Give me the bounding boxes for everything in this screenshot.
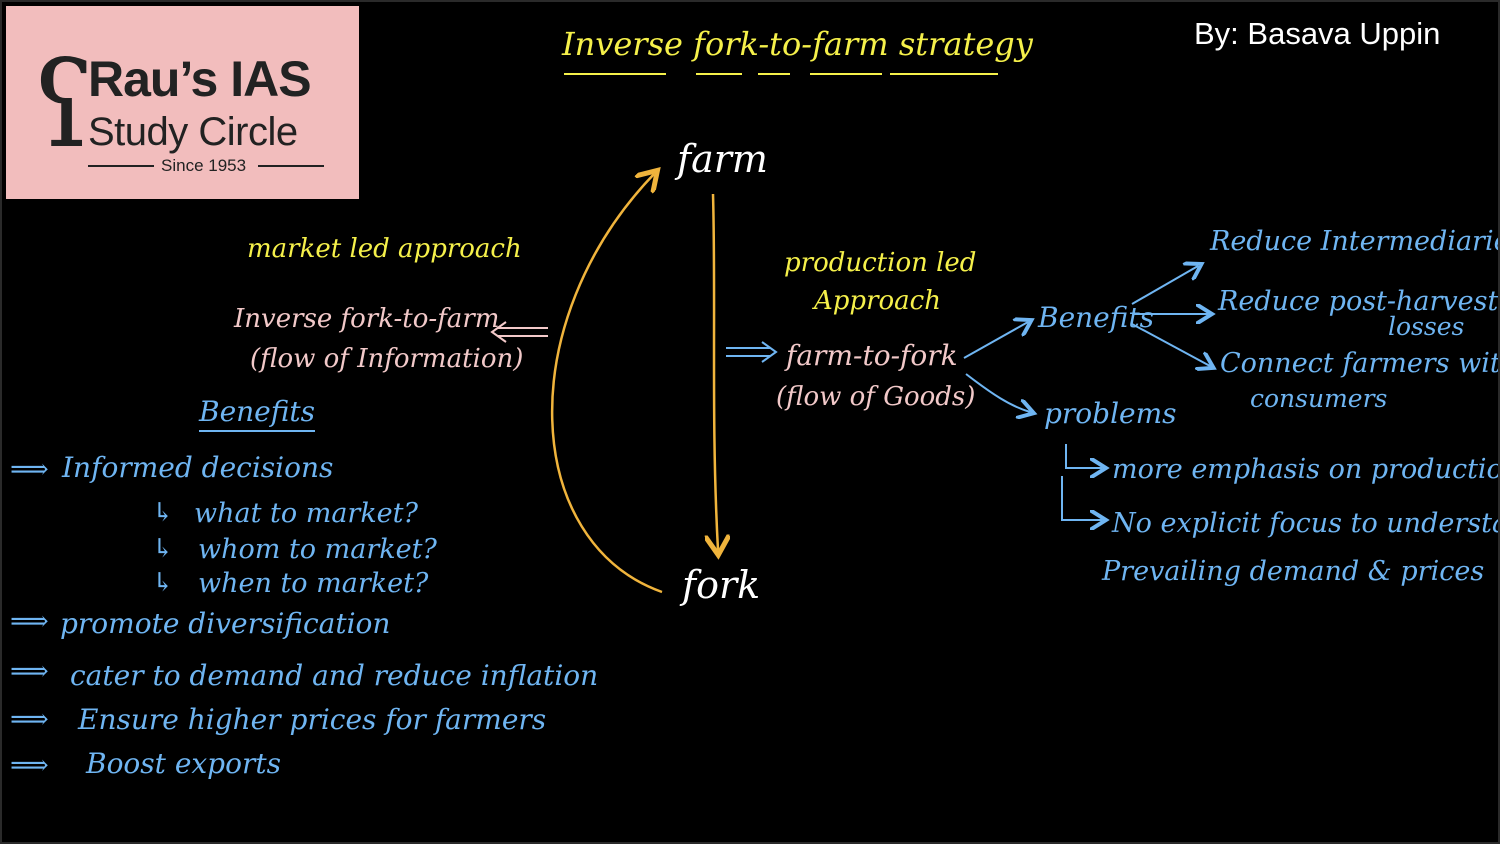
right-benefit-item: Reduce post-harvest	[1218, 286, 1499, 317]
problems-label: problems	[1044, 397, 1177, 430]
right-benefit-item: Connect farmers with	[1220, 348, 1500, 379]
left-benefit-item: Ensure higher prices for farmers	[78, 703, 547, 736]
sub-arrow-icon: ↳	[152, 568, 174, 598]
to-problems-arrow	[965, 373, 1030, 412]
author-credit: By: Basava Uppin	[1194, 16, 1441, 51]
right-benefit-item: Reduce Intermediaries	[1210, 226, 1500, 257]
left-sub-item: what to market?	[194, 498, 418, 529]
left-benefits-heading: Benefits	[199, 398, 316, 432]
left-sub-item: when to market?	[198, 568, 429, 599]
logo-name-line1: Rau’s IAS	[88, 51, 312, 107]
farm-to-fork-label: farm-to-fork	[786, 339, 958, 372]
market-led-approach-label: market led approach	[247, 234, 522, 264]
farm-to-fork-down-arrow	[713, 193, 718, 550]
problem-branch-1	[1065, 444, 1102, 468]
left-benefit-arrow-icon: ⟹	[10, 454, 49, 485]
left-benefit-arrow-icon: ⟹	[10, 606, 49, 637]
flow-of-goods-label: (flow of Goods)	[776, 382, 976, 412]
page-title: Inverse fork-to-farm strategy	[562, 25, 1033, 63]
sub-arrow-icon: ↳	[152, 534, 174, 564]
logo-name-line2: Study Circle	[88, 110, 298, 154]
left-benefit-item: Boost exports	[86, 747, 281, 780]
sub-arrow-icon: ↳	[152, 498, 174, 528]
fork-node: fork	[682, 563, 761, 607]
left-sub-item: whom to market?	[198, 534, 437, 565]
left-benefit-item: cater to demand and reduce inflation	[70, 659, 599, 692]
left-benefit-arrow-icon: ⟹	[10, 656, 49, 687]
inverse-fork-to-farm-label: Inverse fork-to-farm	[234, 304, 500, 334]
flow-of-information-label: (flow of Information)	[250, 344, 524, 374]
cycle-arc-fork-to-farm	[551, 174, 663, 594]
farm-node: farm	[677, 137, 768, 181]
right-benefit-item-cont: consumers	[1250, 384, 1388, 413]
logo-since: Since 1953	[161, 156, 247, 175]
left-benefit-item: Informed decisions	[62, 451, 334, 484]
problem-item-cont: Prevailing demand & prices	[1102, 556, 1485, 587]
left-benefit-arrow-icon: ⟹	[10, 704, 49, 735]
benefit-branch-3	[1131, 323, 1210, 366]
logo-rule-left	[88, 165, 154, 167]
left-benefit-item: promote diversification	[60, 607, 391, 640]
problem-branch-2	[1061, 476, 1102, 520]
benefit-branch-1	[1131, 266, 1198, 305]
problem-item: No explicit focus to understand	[1112, 508, 1500, 539]
right-benefit-item-cont: losses	[1388, 312, 1465, 341]
to-farm-to-fork-double-arrow	[726, 347, 770, 357]
to-benefits-arrow	[963, 322, 1028, 359]
problem-item: more emphasis on production	[1112, 454, 1500, 485]
logo-rule-right	[258, 165, 324, 167]
left-benefit-arrow-icon: ⟹	[10, 750, 49, 781]
right-benefits-label: Benefits	[1038, 301, 1155, 334]
production-led-label-line1: production led	[784, 248, 977, 278]
logo-head-icon: ʕ	[32, 36, 96, 174]
production-led-label-line2: Approach	[814, 286, 941, 316]
rau-ias-logo: ʕ Rau’s IAS Study Circle Since 1953	[6, 6, 359, 199]
to-inverse-double-arrow	[498, 327, 548, 337]
